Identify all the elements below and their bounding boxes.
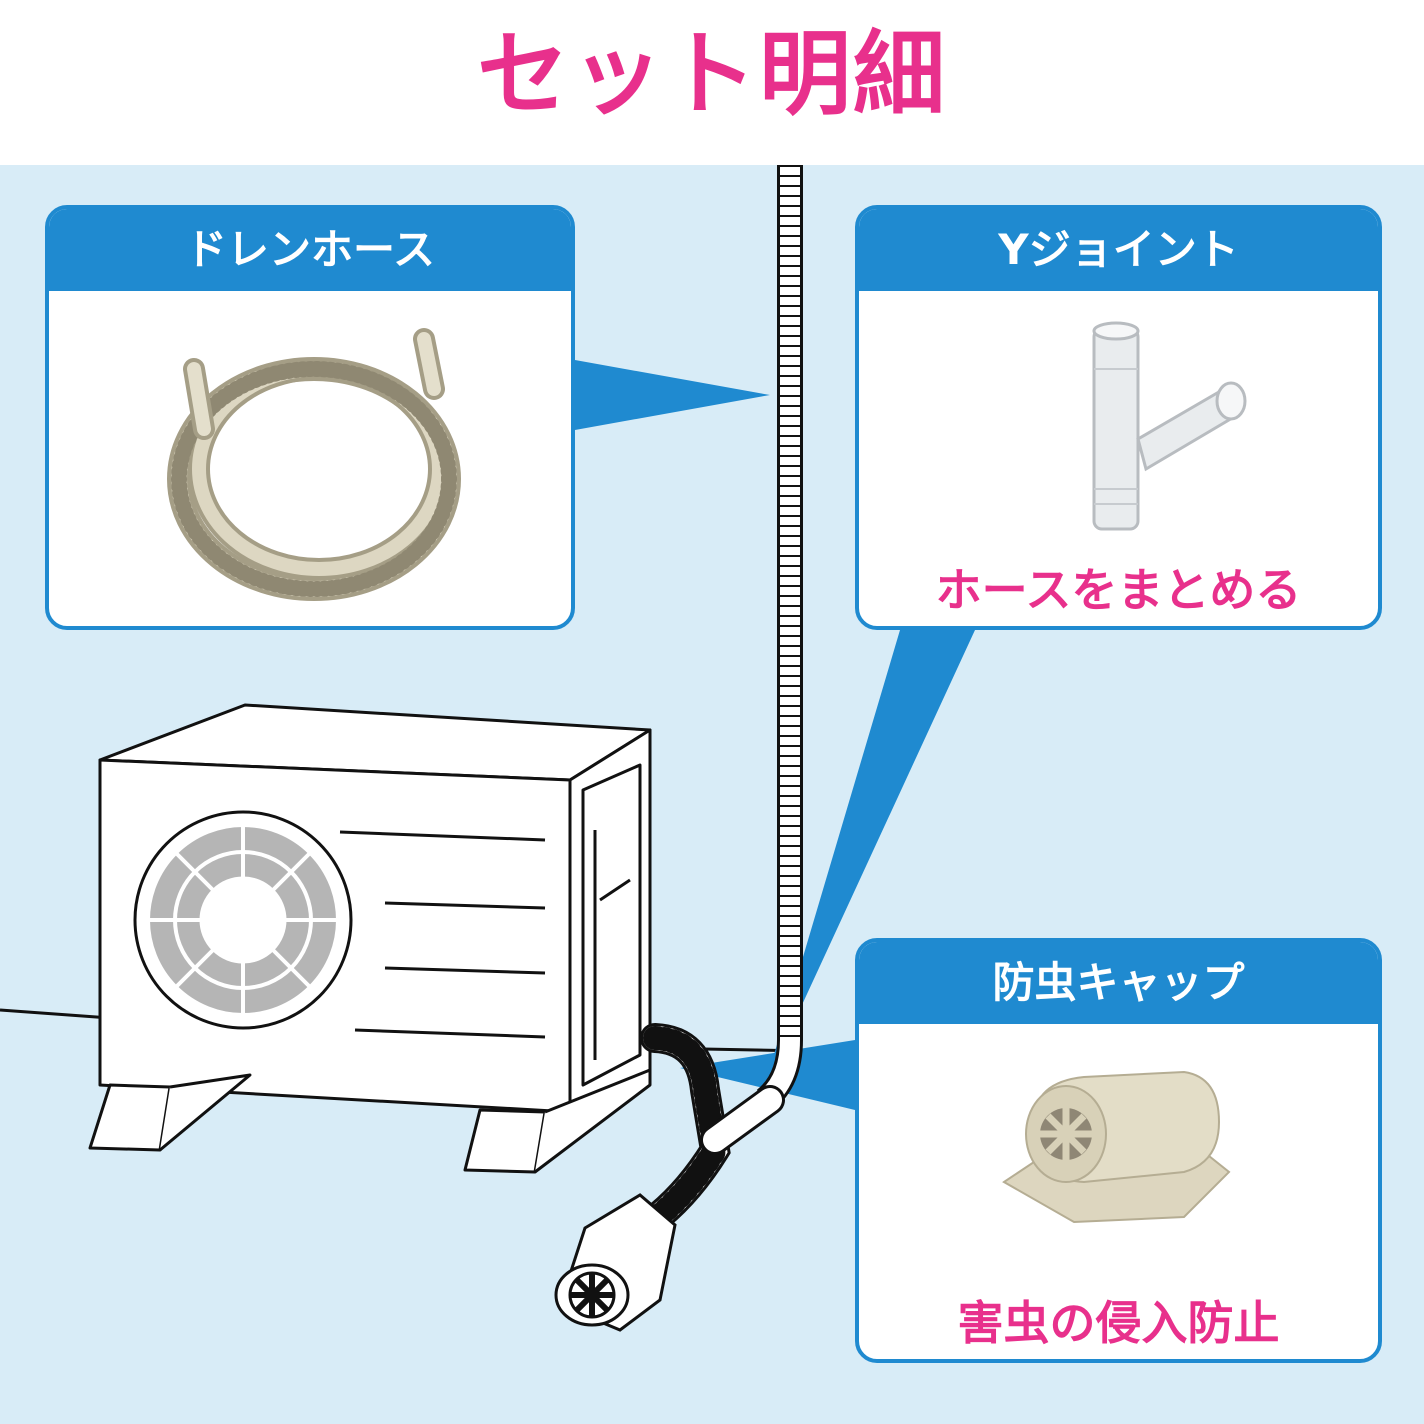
pointer-y-joint	[765, 630, 975, 1085]
y-joint-image	[1092, 321, 1247, 531]
installation-illustration	[0, 165, 975, 1332]
drain-hose-coil-image	[167, 328, 461, 601]
page-title: セット明細	[476, 21, 947, 128]
insect-cap-illustration	[554, 1193, 677, 1332]
card-y-joint-note: ホースをまとめる	[935, 563, 1302, 617]
card-y-joint-title: Yジョイント	[859, 209, 1378, 291]
card-insect-cap: 防虫キャップ 害虫の侵入防止	[855, 938, 1382, 1363]
card-y-joint: Yジョイント ホースをまとめる	[855, 205, 1382, 630]
card-drain-hose: ドレンホース	[45, 205, 575, 630]
card-insect-cap-note: 害虫の侵入防止	[957, 1296, 1280, 1350]
outdoor-unit	[88, 703, 652, 1174]
card-insect-cap-title: 防虫キャップ	[859, 942, 1378, 1024]
card-drain-hose-title: ドレンホース	[49, 209, 571, 291]
drain-hose-assembly	[640, 1023, 785, 1230]
pointer-drain-hose	[575, 360, 770, 430]
pointer-insect-cap	[680, 1040, 855, 1110]
vertical-hose	[756, 165, 803, 1111]
insect-cap-image	[1002, 1070, 1231, 1224]
